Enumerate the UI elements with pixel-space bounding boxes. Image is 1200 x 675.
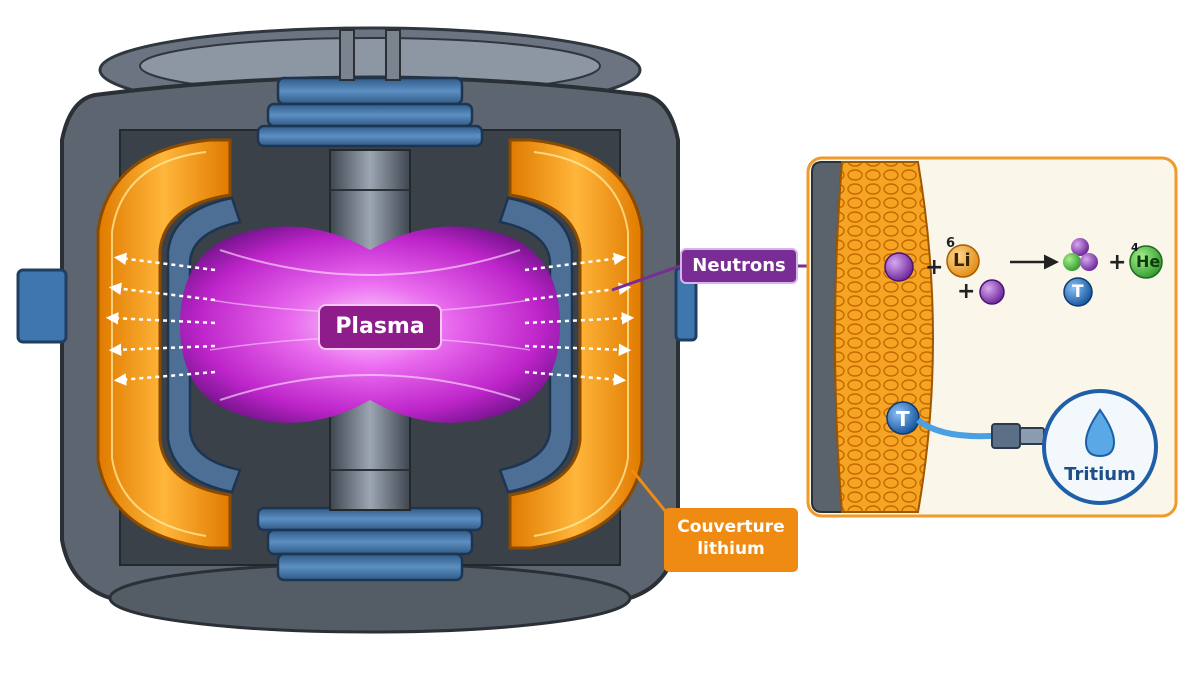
plasma-label: Plasma bbox=[318, 304, 442, 350]
plus-sign-1: + bbox=[925, 255, 944, 280]
inset-small-neutron bbox=[979, 279, 1005, 305]
breeding-inset bbox=[806, 156, 1178, 518]
tritium-atom-extracted bbox=[886, 401, 920, 435]
pipe-icon bbox=[916, 417, 1048, 440]
lithium-blanket-label-line2: lithium bbox=[697, 539, 765, 559]
tritium-symbol-extracted: T bbox=[896, 407, 910, 431]
lithium-blanket-label: Couverture lithium bbox=[664, 508, 798, 572]
inset-blanket-band bbox=[834, 161, 934, 513]
right-shield bbox=[498, 196, 574, 494]
lithium-symbol: Li bbox=[953, 250, 971, 271]
plus-sign-2: + bbox=[957, 279, 976, 304]
left-lithium-blanket bbox=[96, 138, 232, 550]
lithium-blanket-label-line1: Couverture bbox=[677, 517, 785, 537]
tritium-label: Tritium bbox=[1064, 464, 1136, 485]
left-port bbox=[16, 268, 68, 344]
helium-4-atom bbox=[1129, 245, 1163, 279]
water-drop-icon bbox=[1084, 408, 1116, 458]
helium-symbol: He bbox=[1136, 252, 1161, 271]
left-neutron-arrows bbox=[105, 252, 216, 386]
lithium-6-atom bbox=[946, 244, 980, 278]
tritium-atom-product bbox=[1063, 277, 1093, 307]
right-lithium-blanket bbox=[508, 138, 644, 550]
lower-coils bbox=[256, 506, 484, 582]
tritium-symbol-product: T bbox=[1072, 282, 1084, 302]
blanket-leader-line bbox=[630, 469, 668, 513]
right-neutron-arrows bbox=[524, 252, 635, 386]
neutrons-leader-line bbox=[611, 264, 681, 292]
helium-mass-number: 4 bbox=[1131, 241, 1139, 254]
upper-coils bbox=[256, 76, 484, 148]
lithium-mass-number: 6 bbox=[946, 236, 956, 251]
inset-neutron bbox=[884, 252, 914, 282]
left-shield bbox=[166, 196, 242, 494]
neutrons-label: Neutrons bbox=[680, 248, 798, 284]
plus-sign-3: + bbox=[1108, 250, 1127, 275]
